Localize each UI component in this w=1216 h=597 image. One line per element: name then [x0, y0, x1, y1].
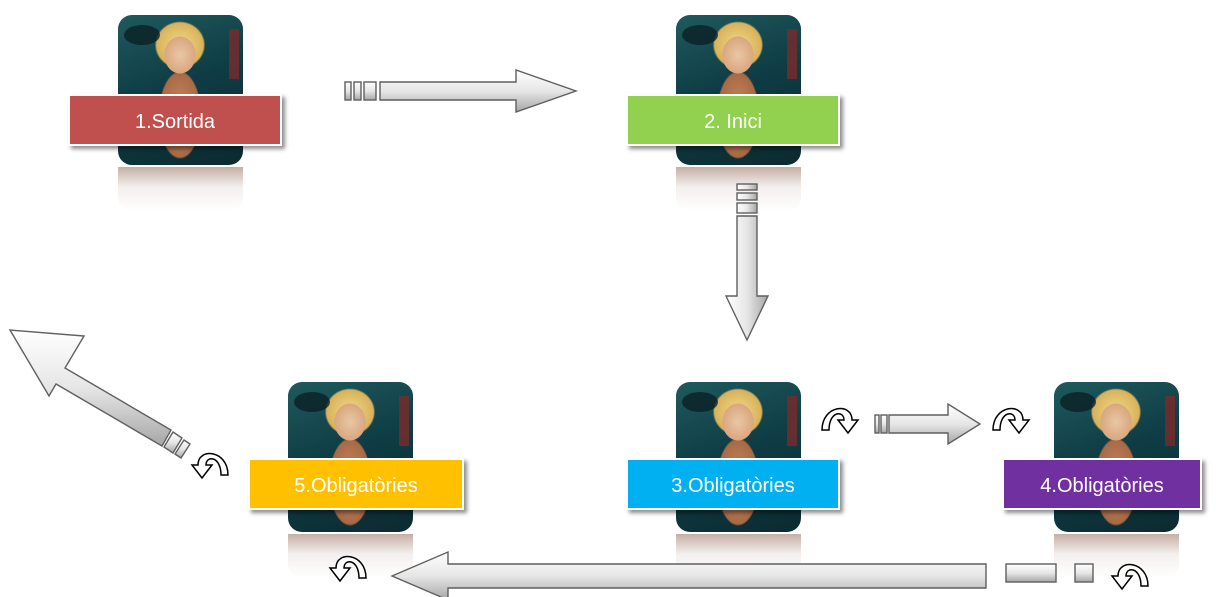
rotate-arrow-icon — [328, 555, 367, 583]
arrow-step2-to-step3 — [724, 183, 770, 342]
rotate-arrow-icon — [821, 407, 860, 435]
photo-reflection — [288, 534, 413, 578]
arrow-step5-to-exit — [8, 329, 191, 459]
step-2-label: 2. Inici — [626, 94, 840, 146]
step-5-label: 5.Obligatòries — [248, 458, 464, 510]
arrow-step4-to-step5 — [390, 550, 1094, 597]
step-3-label: 3.Obligatòries — [626, 458, 840, 510]
rotate-arrow-icon — [992, 407, 1031, 435]
rotate-arrow-icon — [1110, 563, 1149, 591]
photo-reflection — [118, 167, 243, 211]
step-1-label: 1.Sortida — [68, 94, 282, 146]
rotate-arrow-icon — [190, 452, 229, 480]
arrow-step1-to-step2 — [344, 69, 579, 113]
arrow-step3-to-step4 — [874, 402, 982, 446]
step-4-label: 4.Obligatòries — [1002, 458, 1202, 510]
